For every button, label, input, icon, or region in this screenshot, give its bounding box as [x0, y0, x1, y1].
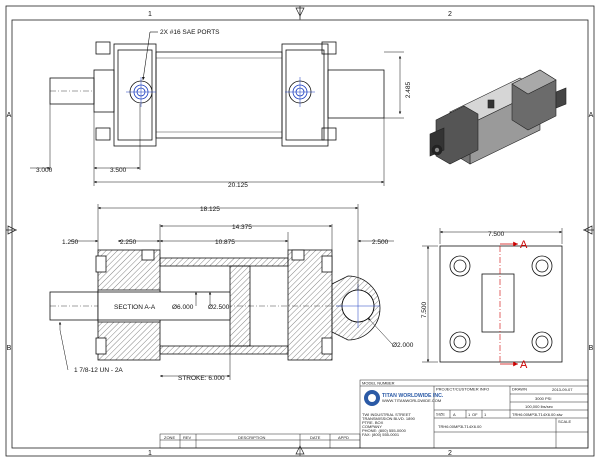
rev-header-date: DATE: [310, 435, 321, 440]
isometric-view: [429, 69, 567, 165]
rev-header-rev: REV: [183, 435, 192, 440]
company-name: TITAN WORLDWIDE INC.: [382, 393, 444, 399]
bore-diameter: Ø6.000: [172, 304, 194, 311]
thread-callout: 1 7/8-12 UN - 2A: [74, 367, 123, 374]
pin-diameter: Ø2.000: [392, 342, 414, 349]
section-view: [49, 249, 381, 361]
rod-diameter: Ø2.500: [208, 304, 230, 311]
zone-label-a-right: A: [589, 112, 594, 119]
zone-label-b-right: B: [589, 345, 594, 352]
dim-10875: 10.875: [215, 239, 235, 246]
section-label: SECTION A-A: [114, 304, 156, 311]
drawing-filename: TRH6.00MP3LT14X6.00.slw: [512, 412, 563, 417]
scale-label: SCALE: [558, 419, 571, 424]
end-view: [422, 228, 563, 367]
zone-label-b: B: [7, 345, 12, 352]
cut-label-top: A: [520, 239, 528, 251]
size-label: SIZE: [436, 412, 445, 417]
title-block: [359, 379, 589, 449]
zone-label-a: A: [7, 112, 12, 119]
revision-block: [159, 433, 361, 449]
cut-label-bottom: A: [520, 359, 528, 371]
address-line: PTRE. BOX: [362, 420, 384, 425]
dim-3500: 3.500: [110, 167, 127, 174]
top-view-dimensions: [30, 51, 404, 186]
company-logo: [364, 390, 380, 406]
address-line: COMPANY: [362, 424, 382, 429]
dim-18125: 18.125: [200, 206, 220, 213]
section-view-dimensions: [58, 204, 394, 380]
dim-3000: 3.000: [36, 167, 53, 174]
project-label: PROJECT/CUSTOMER INFO: [436, 387, 489, 392]
zone-label-2-bottom: 2: [448, 450, 452, 457]
size-value: A: [453, 412, 456, 417]
sheet-total: 1: [484, 412, 487, 417]
dim-2500: 2.500: [372, 239, 389, 246]
part-number: TRH6.00MP3LT14X6.00: [438, 424, 482, 429]
zone-label-1: 1: [148, 11, 152, 18]
address-line: PHONE: (800) 555-0000: [362, 428, 407, 433]
drawn-label: DRAWN: [512, 387, 527, 392]
dim-2485: 2.485: [405, 81, 412, 98]
end-view-nut: [449, 255, 553, 353]
address-line: TWI INDUSTRIAL STREET: [362, 412, 412, 417]
zone-label-2: 2: [448, 11, 452, 18]
sheet-number: 1: [468, 412, 471, 417]
dim-14375: 14.375: [232, 224, 252, 231]
ports-note: 2X #16 SAE PORTS: [160, 29, 220, 36]
drawing-date: 2013-09-07: [552, 387, 573, 392]
top-view: [49, 31, 385, 147]
zone-label-1-bottom: 1: [148, 450, 152, 457]
dim-end-height: 7.500: [421, 301, 428, 318]
sheet-of: OF: [472, 412, 478, 417]
rev-header-zone: ZONE: [164, 435, 175, 440]
dim-20125: 20.125: [228, 182, 248, 189]
dim-end-width: 7.500: [488, 231, 505, 238]
address-line: TRANSMISSION BLVD. 1890: [362, 416, 416, 421]
company-sub: WWW.TITANWORLDWIDE.COM: [382, 398, 441, 403]
pressure-rating: 3000 PSI: [535, 396, 551, 401]
stroke-dimension: STROKE: 6.000: [178, 375, 225, 382]
dim-1250: 1.250: [62, 239, 79, 246]
dim-2250: 2.250: [120, 239, 137, 246]
force-rating: 100,000 lbs/sec: [525, 404, 553, 409]
model-number-label: MODEL NUMBER: [362, 381, 395, 386]
rev-header-description: DESCRIPTION: [238, 435, 265, 440]
zone-markers: 1 2 1 2 A B A B: [6, 6, 594, 457]
address-block: TWI INDUSTRIAL STREET TRANSMISSION BLVD.…: [362, 412, 416, 437]
rev-header-appd: APPD: [338, 435, 349, 440]
address-line: FAX: (800) 555-0001: [362, 432, 400, 437]
